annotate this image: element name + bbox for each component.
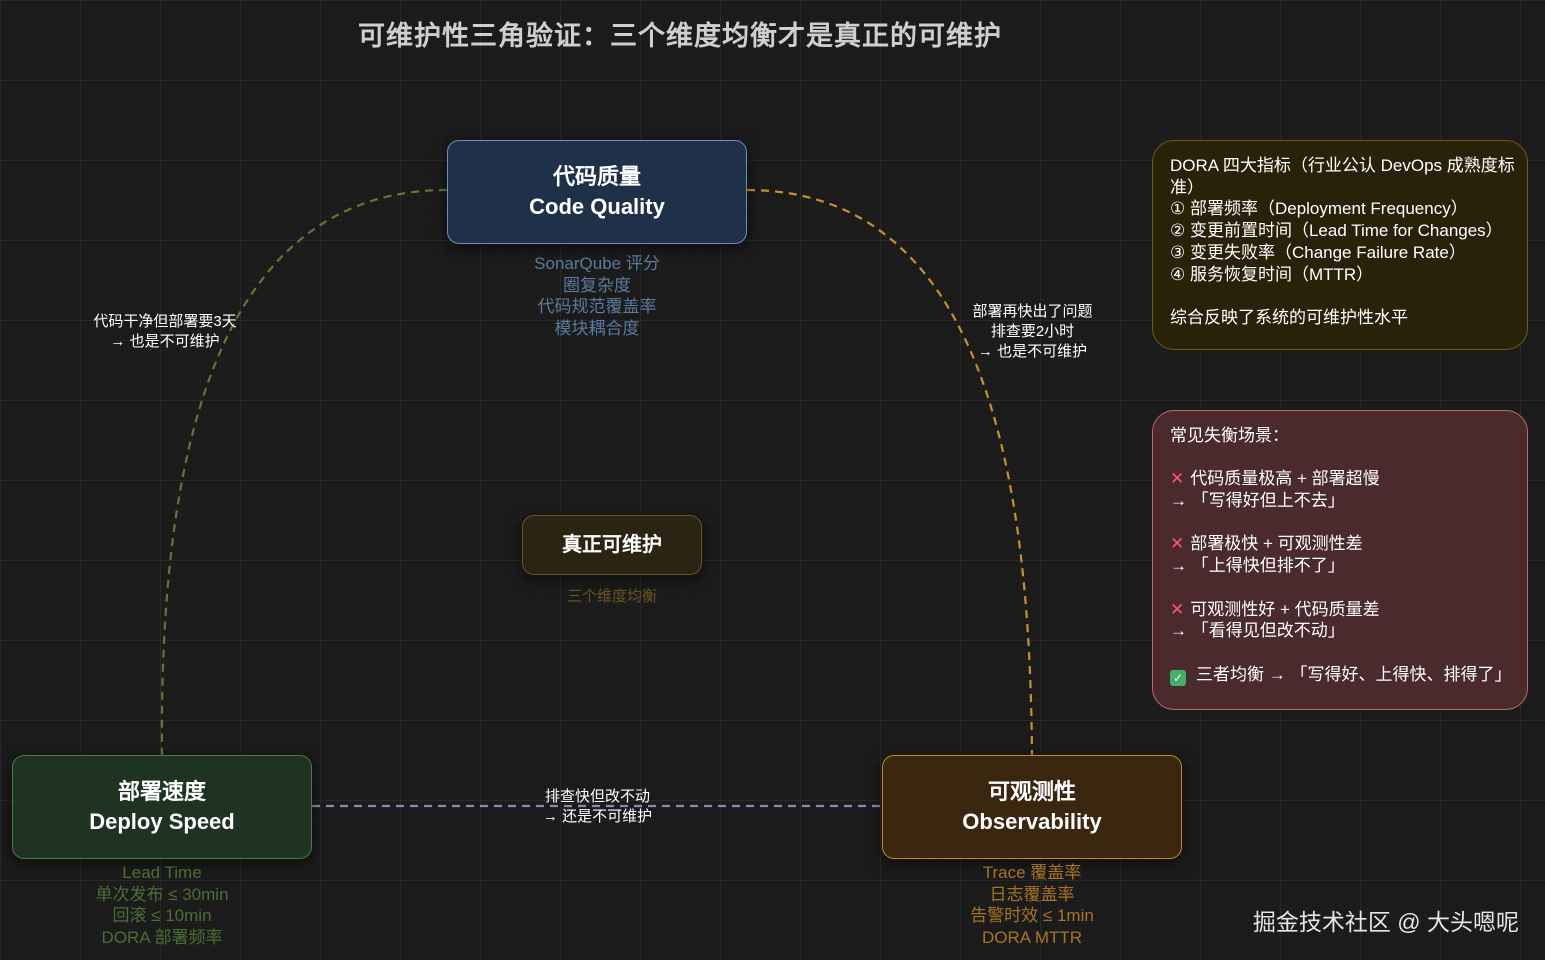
- diagram-title: 可维护性三角验证：三个维度均衡才是真正的可维护: [358, 21, 1002, 51]
- metric-line: Trace 覆盖率: [982, 863, 1082, 882]
- metric-line: 单次发布 ≤ 30min: [95, 884, 229, 904]
- observability-metrics: Trace 覆盖率 日志覆盖率 告警时效 ≤ 1min DORA MTTR: [882, 862, 1182, 948]
- dora-note-item: ③ 变更失败率（Change Failure Rate）: [1170, 242, 1466, 262]
- scenario-title-row: ✕部署极快 + 可观测性差: [1170, 533, 1515, 555]
- metric-line: 日志覆盖率: [989, 884, 1075, 904]
- imbalance-scenarios-note: 常见失衡场景： ✕代码质量极高 + 部署超慢 → 「写得好但上不去」 ✕部署极快…: [1152, 410, 1528, 710]
- cross-mark-icon: ✕: [1170, 599, 1185, 619]
- metric-line: SonarQube 评分: [534, 254, 660, 273]
- edge-label-line: 排查要2小时: [990, 323, 1075, 340]
- metric-line: 圈复杂度: [563, 275, 631, 295]
- deploy-speed-metrics: Lead Time 单次发布 ≤ 30min 回滚 ≤ 10min DORA 部…: [12, 862, 312, 948]
- cross-mark-icon: ✕: [1170, 469, 1185, 489]
- edge-label-line: → 也是不可维护: [110, 333, 220, 350]
- scenario-title-row: ✕代码质量极高 + 部署超慢: [1170, 468, 1515, 490]
- dora-note-item: ② 变更前置时间（Lead Time for Changes）: [1170, 221, 1503, 241]
- code-quality-metrics: SonarQube 评分 圈复杂度 代码规范覆盖率 模块耦合度: [447, 253, 747, 339]
- watermark: 掘金技术社区 @ 大头嗯呢: [1252, 909, 1519, 935]
- scenario-title: 代码质量极高 + 部署超慢: [1190, 469, 1380, 489]
- node-center-label: 真正可维护: [562, 534, 662, 556]
- dora-note-item: ④ 服务恢复时间（MTTR）: [1170, 264, 1374, 284]
- spacer: [1170, 285, 1515, 307]
- scenario-result: → 「写得好但上不去」: [1170, 491, 1345, 511]
- dora-metrics-note: DORA 四大指标（行业公认 DevOps 成熟度标准） ① 部署频率（Depl…: [1152, 140, 1528, 350]
- dora-note-header: DORA 四大指标（行业公认 DevOps 成熟度标准）: [1170, 156, 1515, 197]
- metric-line: 告警时效 ≤ 1min: [970, 906, 1094, 925]
- cross-mark-icon: ✕: [1170, 534, 1185, 554]
- metric-line: DORA MTTR: [981, 927, 1083, 947]
- metric-line: DORA 部署频率: [101, 927, 223, 947]
- spacer: [1170, 447, 1515, 469]
- balanced-text: 三者均衡 → 「写得好、上得快、排得了」: [1196, 664, 1512, 684]
- edge-label-deploy-observe: 排查快但改不动 → 还是不可维护: [505, 787, 690, 827]
- node-deploy-speed-zh: 部署速度: [117, 779, 206, 804]
- spacer: [1170, 577, 1515, 599]
- edge-quality-observe: [746, 188, 1034, 756]
- scenario-title: 可观测性好 + 代码质量差: [1190, 599, 1380, 619]
- spacer: [1170, 512, 1515, 534]
- edge-label-line: → 还是不可维护: [542, 808, 653, 825]
- edge-quality-deploy: [160, 188, 448, 756]
- node-truly-maintainable: 真正可维护: [522, 515, 702, 575]
- node-deploy-speed-en: Deploy Speed: [89, 809, 235, 834]
- edge-label-line: 排查快但改不动: [544, 788, 650, 805]
- node-deploy-speed: 部署速度 Deploy Speed: [12, 755, 312, 859]
- node-center-subtitle: 三个维度均衡: [566, 588, 657, 605]
- edge-label-line: → 也是不可维护: [977, 343, 1088, 360]
- dora-note-item: ① 部署频率（Deployment Frequency）: [1170, 199, 1468, 219]
- edge-label-quality-deploy: 代码干净但部署要3天 → 也是不可维护: [60, 312, 270, 352]
- node-code-quality-en: Code Quality: [529, 194, 665, 219]
- check-mark-icon: ✓: [1170, 669, 1186, 686]
- metric-line: Lead Time: [122, 863, 202, 882]
- edge-label-quality-observe: 部署再快出了问题 排查要2小时 → 也是不可维护: [935, 302, 1130, 362]
- scenario-title: 部署极快 + 可观测性差: [1190, 534, 1363, 554]
- node-observability: 可观测性 Observability: [882, 755, 1182, 859]
- spacer: [1170, 642, 1515, 664]
- scenario-result: → 「上得快但排不了」: [1170, 556, 1345, 576]
- edge-label-line: 部署再快出了问题: [972, 303, 1093, 320]
- scenario-result: → 「看得见但改不动」: [1170, 621, 1345, 641]
- scenario-note-header: 常见失衡场景：: [1170, 426, 1289, 445]
- scenario-title-row: ✕可观测性好 + 代码质量差: [1170, 599, 1515, 621]
- node-code-quality: 代码质量 Code Quality: [447, 140, 747, 244]
- dora-note-summary: 综合反映了系统的可维护性水平: [1170, 307, 1408, 327]
- node-observability-en: Observability: [962, 809, 1102, 834]
- balanced-row: ✓ 三者均衡 → 「写得好、上得快、排得了」: [1170, 664, 1515, 686]
- node-observability-zh: 可观测性: [987, 779, 1076, 804]
- metric-line: 代码规范覆盖率: [537, 297, 657, 316]
- metric-line: 回滚 ≤ 10min: [112, 906, 212, 925]
- edge-label-line: 代码干净但部署要3天: [93, 313, 237, 330]
- metric-line: 模块耦合度: [554, 318, 640, 338]
- node-code-quality-zh: 代码质量: [552, 164, 641, 189]
